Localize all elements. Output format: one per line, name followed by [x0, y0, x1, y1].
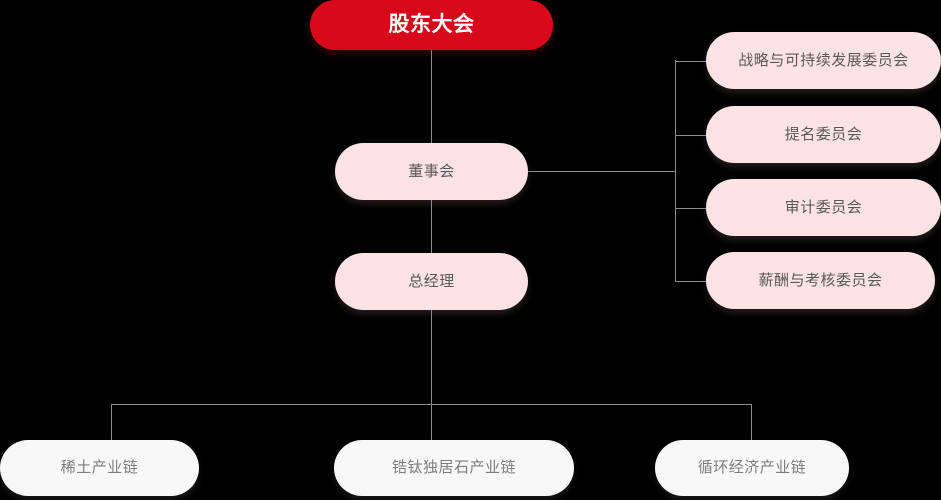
connector-bus-to-business-line-1 [110, 404, 112, 440]
node-board-of-directors[interactable]: 董事会 [335, 143, 528, 200]
connector-board-to-general-manager [430, 200, 432, 253]
node-committee-nomination[interactable]: 提名委员会 [706, 106, 941, 163]
node-committee-audit[interactable]: 审计委员会 [706, 179, 941, 236]
connector-committee-vertical-bus [674, 60, 676, 282]
connector-bus-to-business-line-3 [750, 404, 752, 440]
node-business-line-rare-earth[interactable]: 稀土产业链 [0, 440, 199, 496]
connector-general-manager-stem [430, 310, 432, 404]
node-committee-remuneration-appraisal[interactable]: 薪酬与考核委员会 [706, 252, 935, 309]
connector-bus-to-business-line-2 [430, 404, 432, 440]
connector-root-to-board [430, 50, 432, 143]
node-committee-strategy-sustainability[interactable]: 战略与可持续发展委员会 [706, 32, 941, 89]
node-general-manager[interactable]: 总经理 [335, 253, 528, 310]
node-business-line-zirconium-titanium-monazite[interactable]: 锆钛独居石产业链 [334, 440, 574, 496]
connector-bus-to-committee-1 [675, 60, 707, 62]
connector-board-to-committee-bus [528, 170, 675, 172]
connector-bus-to-committee-2 [675, 134, 707, 136]
node-shareholders-meeting[interactable]: 股东大会 [310, 0, 553, 50]
connector-bus-to-committee-3 [675, 207, 707, 209]
connector-bus-to-committee-4 [675, 280, 707, 282]
node-business-line-circular-economy[interactable]: 循环经济产业链 [655, 440, 849, 496]
